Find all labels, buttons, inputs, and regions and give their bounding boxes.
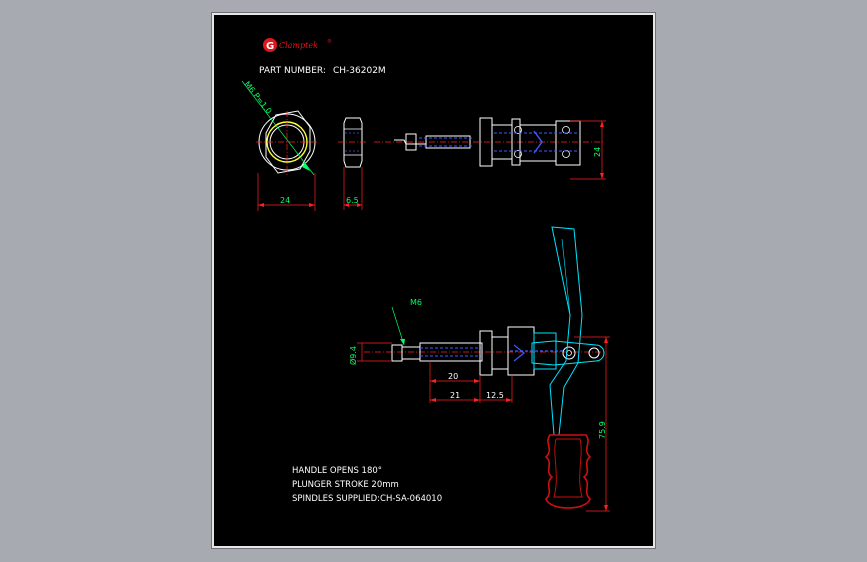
top-height-text: 24: [593, 147, 602, 157]
spindle-thread-text: M6: [410, 298, 422, 307]
spindle-length-text: 21: [450, 391, 460, 400]
logo-g-mark: [263, 38, 277, 52]
drawing-sheet: G Clamptek ® PART NUMBER: CH-36202M M6 P…: [211, 12, 656, 549]
flange-length-text: 12.5: [486, 391, 504, 400]
nut-side-view: [338, 117, 368, 210]
cad-drawing: G Clamptek ® PART NUMBER: CH-36202M M6 P…: [241, 38, 610, 512]
part-number-label: PART NUMBER:: [259, 66, 326, 76]
nut-thickness-text: 6.5: [346, 196, 359, 205]
clamp-handle: [544, 226, 610, 512]
company-logo: G Clamptek ®: [263, 38, 332, 52]
nut-width-dimension: [257, 173, 316, 211]
nut-width-text: 24: [280, 196, 290, 205]
side-view-dimensions: [357, 306, 513, 403]
note-spindles-supplied: SPINDLES SUPPLIED:CH-SA-064010: [292, 494, 442, 504]
hex-nut-front-view: [241, 80, 318, 176]
side-view-assembly: [364, 326, 606, 376]
top-view-assembly: [374, 117, 606, 180]
thread-callout-text: M6 P=1.0: [242, 80, 273, 116]
stroke-length-text: 20: [448, 372, 458, 381]
spindle-diameter-text: Ø9.4: [348, 346, 358, 365]
logo-letter: G: [266, 41, 274, 52]
part-number-value: CH-36202M: [333, 66, 386, 76]
handle-height-text: 75.9: [598, 421, 607, 439]
logo-registered-mark: ®: [327, 38, 332, 45]
note-plunger-stroke: PLUNGER STROKE 20mm: [292, 480, 399, 490]
logo-wordmark: Clamptek: [279, 41, 318, 50]
note-handle-opens: HANDLE OPENS 180°: [292, 466, 382, 476]
